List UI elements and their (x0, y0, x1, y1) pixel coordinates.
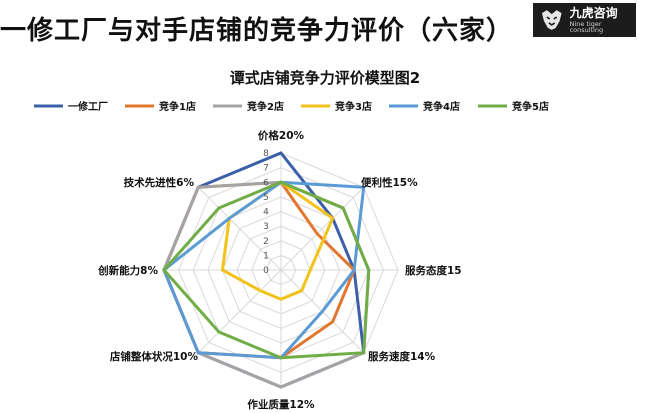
axis-label: 价格20% (258, 129, 305, 142)
axis-label: 服务速度14% (368, 350, 436, 363)
logo-subtext: Nine tiger consulting (569, 19, 604, 34)
tick-label: 2 (263, 237, 269, 247)
tick-label: 8 (263, 149, 269, 159)
tick-label: 7 (263, 164, 269, 174)
logo: 九虎咨询 Nine tiger consulting (533, 3, 636, 37)
axis-label: 店铺整体状况10% (109, 350, 199, 363)
legend-label: 竞争3店 (334, 100, 372, 113)
legend-label: 竞争5店 (511, 100, 549, 113)
tick-label: 5 (263, 193, 269, 203)
axis-label: 便利性15% (361, 176, 418, 189)
tick-label: 1 (263, 251, 269, 261)
tick-label: 6 (263, 178, 269, 188)
grid-spoke (197, 186, 282, 271)
radial-tick-labels: 0 1 2 3 4 5 6 7 8 (263, 149, 269, 276)
axis-label: 服务态度15 (405, 264, 462, 277)
legend-label: 竞争4店 (422, 100, 460, 113)
grid-spoke (280, 186, 365, 271)
legend-label: 一修工厂 (68, 100, 108, 113)
legend-item: 竞争3店 (301, 100, 372, 113)
legend-item: 竞争4店 (389, 100, 460, 113)
legend-item: 竞争2店 (213, 100, 284, 113)
legend-label: 竞争2店 (246, 100, 284, 113)
legend: 一修工厂 竞争1店 竞争2店 竞争3店 竞争4店 竞争5店 (34, 100, 549, 113)
axis-label: 作业质量12% (247, 398, 315, 411)
tick-label: 4 (263, 208, 269, 218)
axis-label: 技术先进性6% (124, 176, 195, 189)
legend-item: 一修工厂 (34, 100, 108, 113)
legend-item: 竞争1店 (125, 100, 196, 113)
legend-label: 竞争1店 (158, 100, 196, 113)
tiger-logo-icon (541, 10, 562, 30)
radar-series (161, 151, 371, 389)
page-title: 一修工厂与对手店铺的竞争力评价（六家） (0, 16, 514, 46)
tick-label: 0 (263, 266, 269, 276)
grid-spoke (197, 269, 282, 354)
series-line (161, 180, 371, 360)
tick-label: 3 (263, 222, 269, 232)
logo-text: 九虎咨询 (569, 5, 618, 20)
legend-item: 竞争5店 (478, 100, 549, 113)
axis-labels: 价格20% 便利性15% 服务态度15 服务速度14% 作业质量12% 店铺整体状况10%… (97, 129, 461, 411)
chart-title: 谭式店铺竞争力评价模型图2 (230, 69, 420, 87)
series-line (220, 180, 335, 301)
axis-label: 创新能力8% (97, 264, 158, 277)
